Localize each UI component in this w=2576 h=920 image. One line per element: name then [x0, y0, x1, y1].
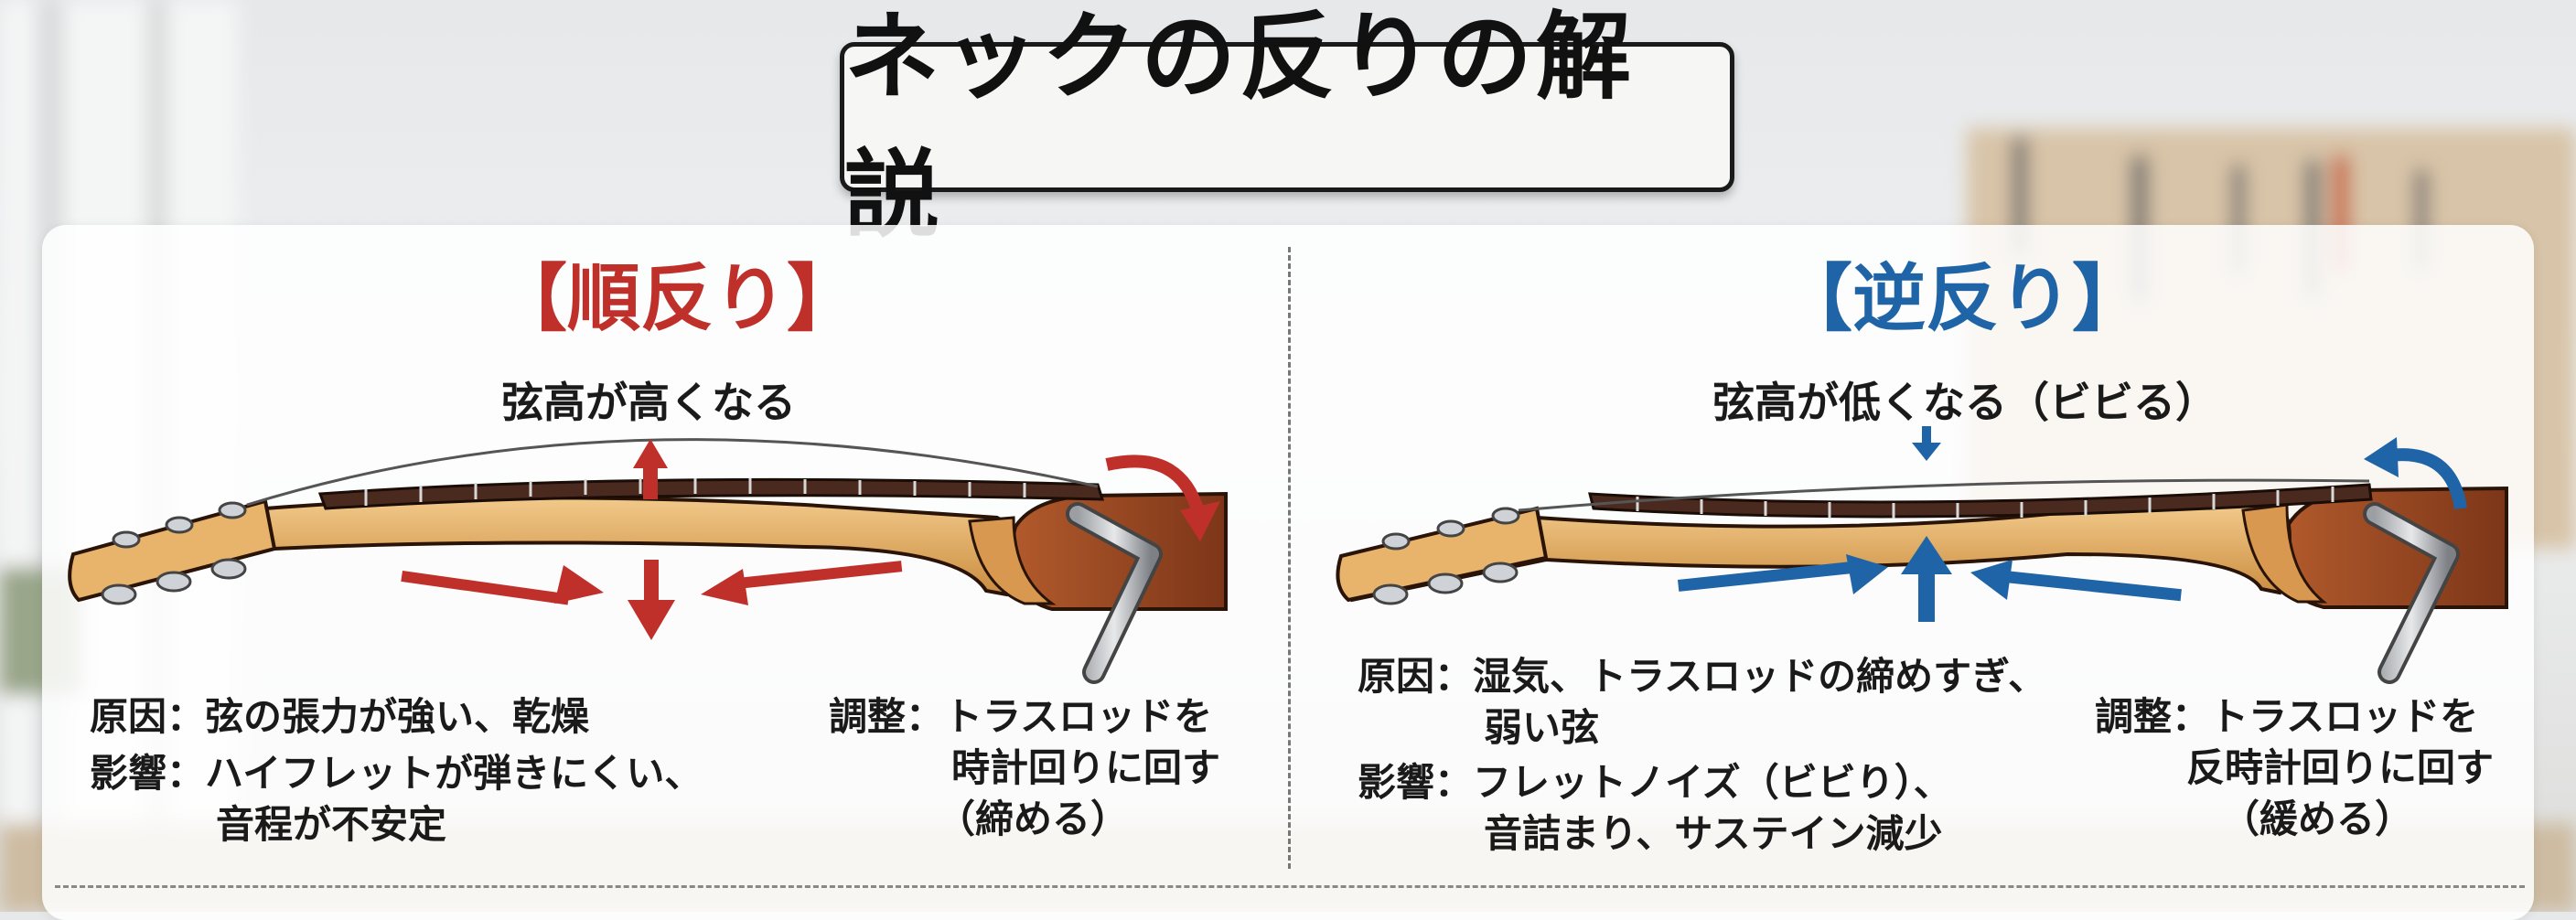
positive-frets [364, 478, 1026, 506]
negative-guitar-body [2279, 486, 2508, 609]
negative-impact: 影響：フレットノイズ（ビビり）、 [1358, 757, 1952, 808]
positive-neck-heel [968, 516, 1057, 605]
negative-down-arrow [1912, 426, 1941, 461]
page-title: ネックの反りの解説 [844, 1, 1636, 251]
negative-neck-heel [2241, 503, 2328, 604]
negative-adjust-label: 調整： [2095, 694, 2211, 739]
positive-headstock [68, 498, 277, 603]
positive-impact-text-2: 音程が不安定 [216, 802, 447, 847]
positive-fretboard [317, 477, 1105, 510]
positive-string [246, 438, 1099, 507]
negative-string [1518, 478, 2370, 512]
negative-fretboard [1588, 483, 2373, 519]
negative-impact-text-1: フレットノイズ（ビビり）、 [1473, 760, 1952, 805]
positive-adjust-text-1: トラスロッドを [944, 694, 1213, 739]
title-box: ネックの反りの解説 [840, 1, 1734, 251]
positive-adjust-text-3: （締める） [937, 797, 1130, 841]
negative-counterclockwise-arrow [2388, 448, 2467, 510]
positive-impact-label: 影響： [90, 751, 206, 796]
positive-adjust-text-2: 時計回りに回す [951, 745, 1221, 790]
negative-impact-text-2: 音詰まり、サステイン減少 [1484, 811, 1943, 856]
negative-impact-label: 影響： [1358, 760, 1474, 805]
center-divider [1288, 247, 1291, 869]
negative-adjust: 調整：トラスロッドを [2095, 691, 2478, 743]
negative-frets [1636, 487, 2334, 519]
positive-effect-label: 弦高が高くなる [501, 378, 796, 427]
negative-adjust-text-2: 反時計回りに回す [2186, 745, 2495, 790]
positive-tuning-pegs [101, 501, 247, 605]
positive-cause-label: 原因： [90, 694, 206, 739]
positive-force-arrows [401, 560, 903, 640]
positive-cause-text: 弦の張力が強い、乾燥 [205, 694, 590, 739]
negative-cause-text-2: 弱い弦 [1484, 705, 1600, 750]
positive-adjust-label: 調整： [829, 694, 945, 739]
positive-bow-heading: 【順反り】 [494, 256, 860, 341]
negative-neck-diagram [1336, 426, 2508, 684]
positive-cause: 原因：弦の張力が強い、乾燥 [90, 691, 589, 743]
negative-adjust-text-1: トラスロッドを [2210, 694, 2479, 739]
negative-adjust-text-3: （緩める） [2221, 797, 2414, 841]
bottom-divider [55, 885, 2525, 888]
negative-force-arrows [1678, 536, 2182, 622]
positive-impact-text-1: ハイフレットが弾きにくい、 [205, 751, 703, 796]
positive-up-arrow [633, 439, 668, 499]
negative-headstock [1336, 506, 1549, 603]
positive-neck-diagram [68, 438, 1228, 684]
negative-cause-label: 原因： [1358, 654, 1474, 699]
negative-tuning-pegs [1372, 507, 1520, 605]
negative-cause-text-1: 湿気、トラスロッドの締めすぎ、 [1473, 654, 2047, 699]
negative-bow-heading: 【逆反り】 [1779, 256, 2145, 341]
positive-clockwise-arrow [1105, 455, 1205, 515]
negative-effect-label: 弦高が低くなる（ビビる） [1712, 378, 2217, 427]
positive-adjust: 調整：トラスロッドを [829, 691, 1212, 743]
positive-impact: 影響：ハイフレットが弾きにくい、 [90, 748, 703, 799]
negative-cause: 原因：湿気、トラスロッドの締めすぎ、 [1358, 651, 2046, 702]
